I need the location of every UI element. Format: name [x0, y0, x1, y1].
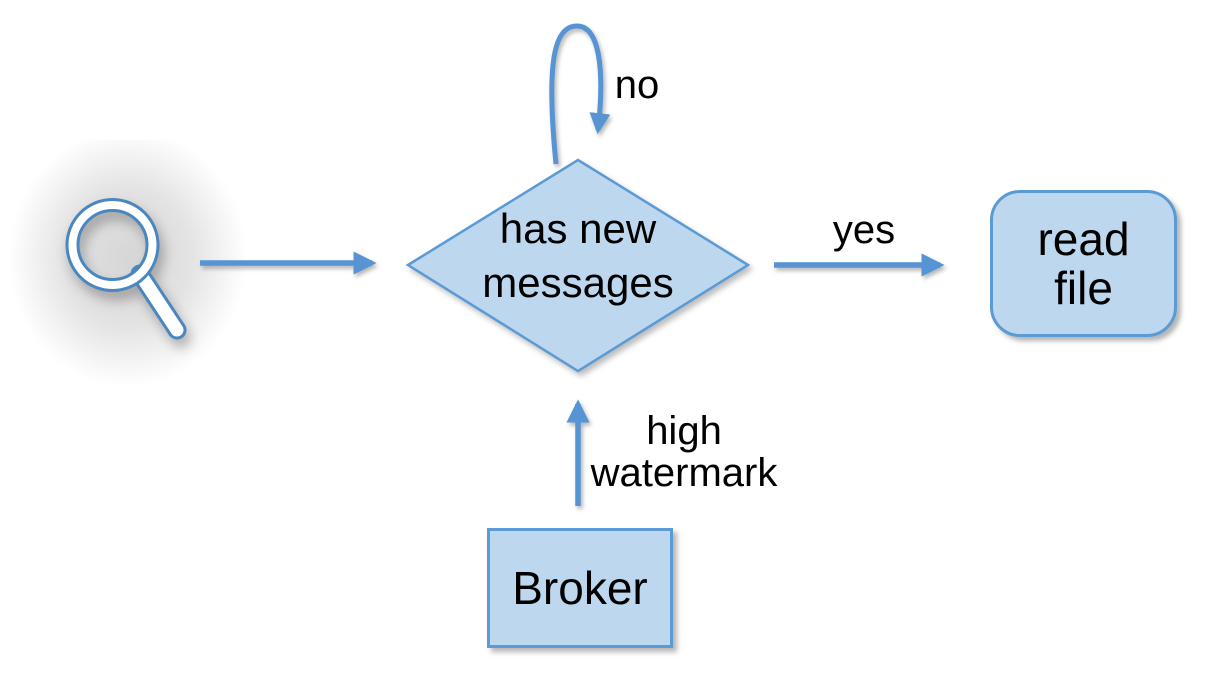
read-file-label-line2: file: [1054, 261, 1113, 314]
magnifying-glass-icon: [65, 198, 187, 340]
decision-label-line1: has new: [499, 205, 657, 253]
decision-diamond: [405, 158, 751, 373]
no-edge-label: no: [614, 63, 660, 107]
read-file-node: read file: [990, 190, 1177, 337]
broker-label: Broker: [512, 562, 648, 614]
decision-node-label: has new messages: [438, 186, 718, 326]
decision-label-line2: messages: [482, 259, 674, 306]
high-watermark-label-line1: high: [646, 409, 722, 453]
arrow-no-self-loop: [549, 23, 611, 165]
read-file-label-line1: read: [1037, 213, 1130, 266]
broker-node: Broker: [487, 528, 673, 648]
yes-edge-label: yes: [832, 208, 896, 252]
high-watermark-label-line2: watermark: [590, 451, 778, 495]
high-watermark-edge-label: high watermark: [584, 410, 784, 494]
